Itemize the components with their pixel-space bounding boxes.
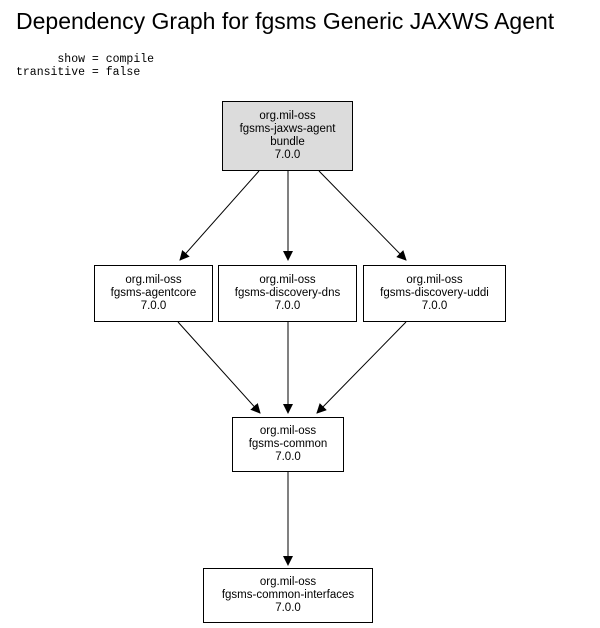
edge-root-to-agentcore [179,170,260,261]
edge-agentcore-to-common [177,321,261,414]
node-fgsms-agentcore[interactable]: org.mil-oss fgsms-agentcore 7.0.0 [94,265,213,322]
node-fgsms-common[interactable]: org.mil-oss fgsms-common 7.0.0 [232,417,344,472]
node-group: org.mil-oss [406,274,463,286]
node-version: 7.0.0 [274,149,301,161]
node-group: org.mil-oss [259,110,316,122]
node-fgsms-discovery-uddi[interactable]: org.mil-oss fgsms-discovery-uddi 7.0.0 [363,265,506,322]
node-artifact: fgsms-jaxws-agent [239,123,336,135]
node-group: org.mil-oss [125,274,182,286]
node-fgsms-common-interfaces[interactable]: org.mil-oss fgsms-common-interfaces 7.0.… [203,568,373,623]
node-type: bundle [270,136,305,148]
node-artifact: fgsms-discovery-dns [234,287,341,299]
node-version: 7.0.0 [275,602,301,614]
legend-show: show = compile [16,53,155,66]
node-fgsms-discovery-dns[interactable]: org.mil-oss fgsms-discovery-dns 7.0.0 [218,265,357,322]
node-artifact: fgsms-agentcore [110,287,197,299]
node-version: 7.0.0 [275,451,301,463]
node-group: org.mil-oss [259,425,317,437]
node-version: 7.0.0 [140,300,167,312]
page-title: Dependency Graph for fgsms Generic JAXWS… [16,8,555,34]
node-version: 7.0.0 [421,300,448,312]
node-version: 7.0.0 [274,300,301,312]
edge-root-to-discovery-uddi [318,170,407,261]
node-artifact: fgsms-discovery-uddi [380,287,489,299]
edge-discovery-uddi-to-common [316,321,407,414]
legend-transitive: transitive = false [16,66,141,79]
node-group: org.mil-oss [259,576,317,588]
node-fgsms-jaxws-agent[interactable]: org.mil-oss fgsms-jaxws-agent bundle 7.0… [222,101,353,171]
node-artifact: fgsms-common [248,438,328,450]
node-group: org.mil-oss [259,274,316,286]
node-artifact: fgsms-common-interfaces [221,589,355,601]
